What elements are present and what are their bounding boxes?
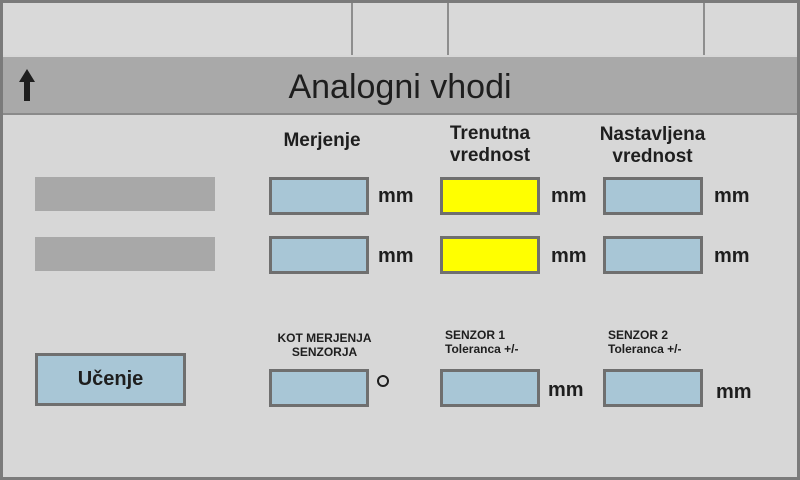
row-2-set-value-field[interactable] bbox=[603, 236, 703, 274]
up-arrow-icon[interactable] bbox=[17, 67, 37, 103]
title-bar: Analogni vhodi bbox=[3, 57, 797, 115]
status-cell-2 bbox=[353, 3, 449, 55]
angle-field[interactable] bbox=[269, 369, 369, 407]
row-1-current-unit: mm bbox=[551, 185, 587, 207]
header-set-value: Nastavljena vrednost bbox=[599, 124, 706, 167]
sensor2-label: SENZOR 2 Toleranca +/- bbox=[608, 328, 682, 356]
status-cell-1 bbox=[3, 3, 353, 55]
top-status-bar bbox=[3, 3, 797, 55]
row-2-current-unit: mm bbox=[551, 245, 587, 267]
learn-button[interactable]: Učenje bbox=[35, 353, 186, 406]
row-2-label bbox=[35, 237, 215, 271]
page-title: Analogni vhodi bbox=[288, 68, 512, 106]
status-cell-3 bbox=[449, 3, 705, 55]
row-2-measurement-field[interactable] bbox=[269, 236, 369, 274]
header-current-value: Trenutna vrednost bbox=[449, 123, 531, 166]
status-cell-4 bbox=[705, 3, 797, 55]
row-1-set-value-field[interactable] bbox=[603, 177, 703, 215]
row-2-measurement-unit: mm bbox=[378, 245, 414, 267]
row-1-label bbox=[35, 177, 215, 211]
sensor1-tolerance-field[interactable] bbox=[440, 369, 540, 407]
sensor2-unit: mm bbox=[716, 381, 752, 403]
angle-label: KOT MERJENJA SENZORJA bbox=[277, 331, 372, 359]
row-1-measurement-field[interactable] bbox=[269, 177, 369, 215]
row-2-current-value-field bbox=[440, 236, 540, 274]
sensor1-unit: mm bbox=[548, 379, 584, 401]
row-1-current-value-field bbox=[440, 177, 540, 215]
sensor2-tolerance-field[interactable] bbox=[603, 369, 703, 407]
row-1-set-unit: mm bbox=[714, 185, 750, 207]
row-2-set-unit: mm bbox=[714, 245, 750, 267]
row-1-measurement-unit: mm bbox=[378, 185, 414, 207]
header-measurement: Merjenje bbox=[283, 130, 361, 151]
degree-symbol-icon bbox=[377, 375, 389, 387]
sensor1-label: SENZOR 1 Toleranca +/- bbox=[445, 328, 519, 356]
